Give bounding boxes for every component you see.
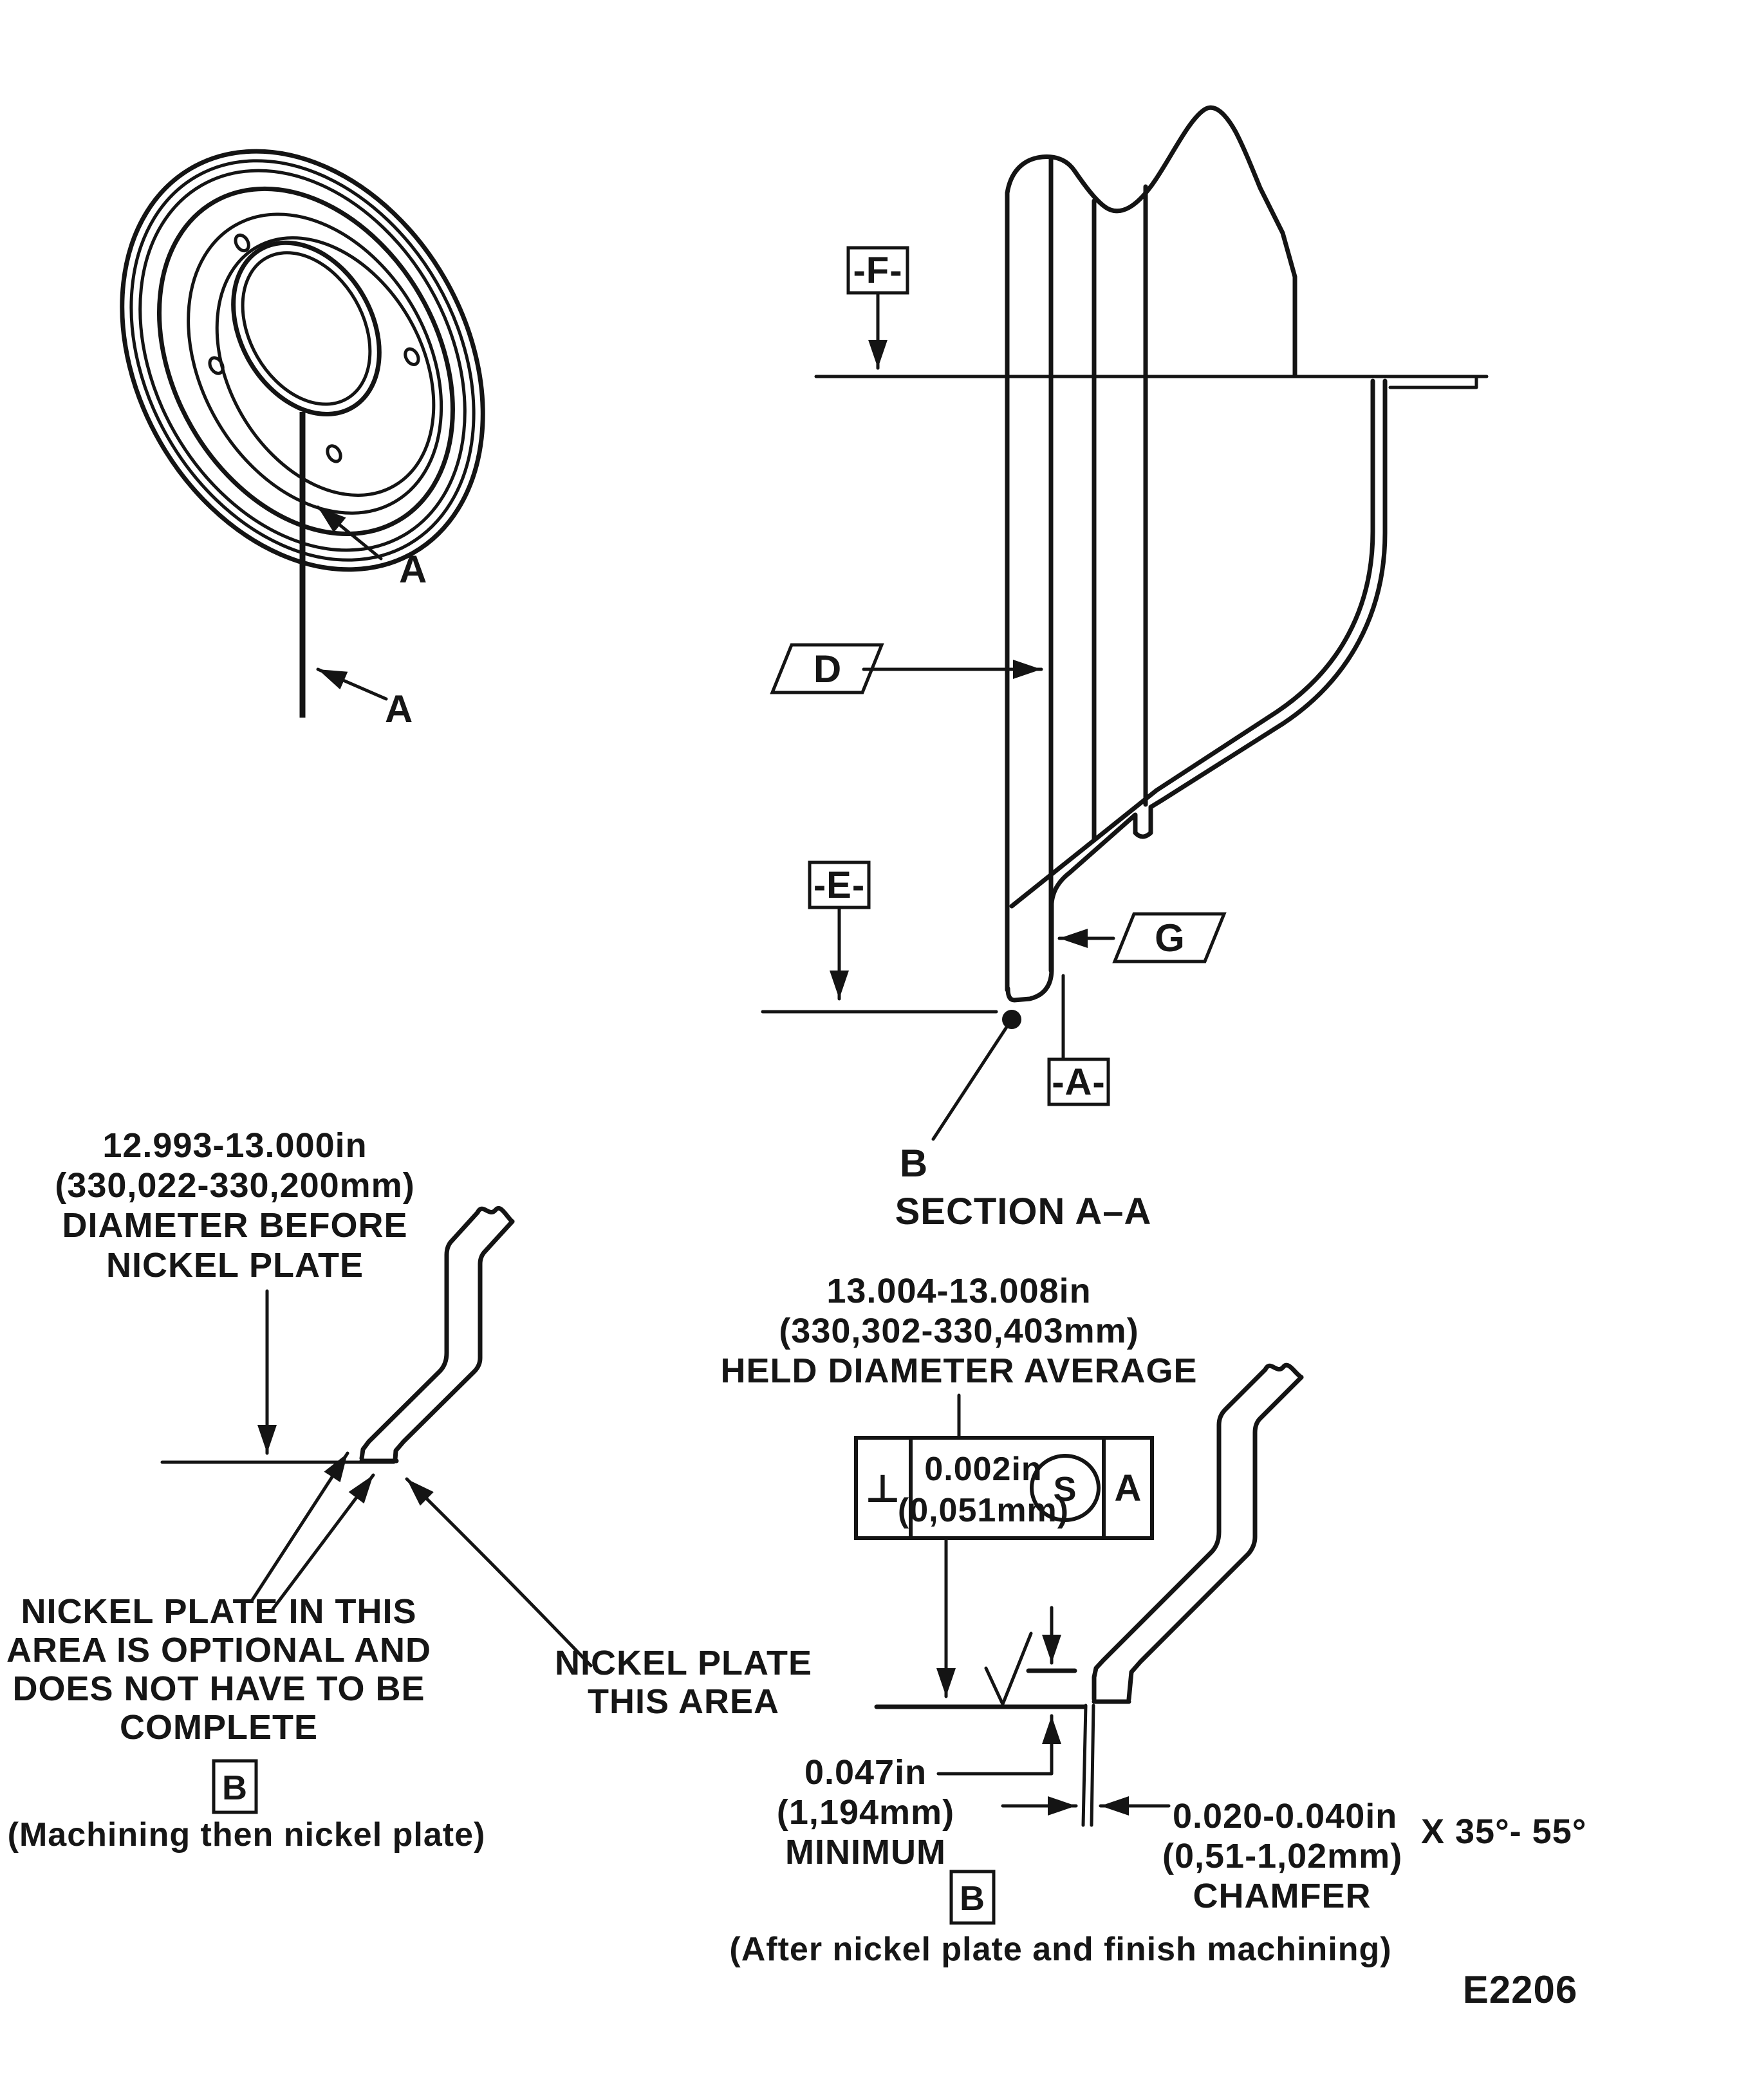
min-note-line: MINIMUM [785,1833,946,1872]
before-caption: (Machining then nickel plate) [8,1816,486,1854]
plate-note-line: THIS AREA [588,1682,779,1721]
datum-f-label: -F- [853,250,902,292]
after-plate-detail: 13.004-13.008in (330,302-330,403mm) HELD… [720,1272,1586,1968]
held-note-line: 13.004-13.008in [826,1272,1091,1310]
chamfer-note-line: 0.020-0.040in [1173,1797,1397,1835]
plate-area-leader [405,1477,593,1668]
optional-note-line: NICKEL PLATE IN THIS [21,1592,416,1631]
flag-d-frame [770,643,884,694]
after-tag-box [949,1870,996,1925]
held-note-line: (330,302-330,403mm) [779,1312,1139,1350]
before-plate-detail: 12.993-13.000in (330,022-330,200mm) DIAM… [6,1126,812,1854]
section-a-a-view: -F- D -E- G -A- B SECTION A–A [761,105,1489,1232]
datum-e-label: -E- [813,864,865,906]
surface-finish-icon [984,1631,1033,1706]
fcf-tolerance-line: 0.002in [924,1451,1042,1488]
perpendicularity-icon: ⊥ [865,1467,901,1510]
section-top-edge [1005,105,1297,378]
datum-a-box [1047,1057,1110,1106]
wall-inner-surface [1009,378,1375,909]
section-label-a2: A [385,687,413,730]
profile-outer-edge [359,1210,480,1461]
min-arrow-up [936,1714,1061,1776]
min-note-line: (1,194mm) [777,1793,954,1832]
chamfer-angle-note: X 35°- 55° [1421,1812,1586,1851]
feature-control-frame [854,1436,1154,1540]
optional-note-line: AREA IS OPTIONAL AND [6,1631,431,1669]
diameter-note-line: DIAMETER BEFORE [62,1206,407,1245]
bolt-hole [208,356,225,375]
flag-g-frame [1112,912,1227,963]
figure-code: E2206 [1463,1968,1578,2011]
bolt-hole [234,233,250,253]
after-tag-label: B [960,1879,985,1918]
hub-hole [231,240,382,416]
datum-a-label: -A- [1052,1061,1106,1103]
modifier-s-label: S [1053,1470,1077,1509]
bolt-hole [326,444,342,463]
flag-d-label: D [813,647,842,691]
after-caption: (After nickel plate and finish machining… [729,1931,1391,1968]
bolt-hole [404,347,420,366]
profile-inner-edge [393,1219,515,1462]
section-caption: SECTION A–A [895,1191,1152,1232]
optional-area-leader [271,1473,375,1611]
profile-inner-edge [1126,1375,1304,1702]
datum-f-line [814,375,1489,389]
held-note-line: HELD DIAMETER AVERAGE [720,1352,1197,1390]
modifier-s-circle [1030,1454,1101,1522]
chamfer-extension-lines [1081,1704,1095,1827]
point-b-label: B [900,1142,928,1185]
profile-break-line [475,1206,515,1224]
before-tag-label: B [222,1769,248,1807]
optional-area-leader [250,1451,349,1602]
before-tag-box [212,1759,258,1814]
leader-a2 [316,667,388,701]
diameter-note-line: NICKEL PLATE [106,1246,364,1285]
profile-outer-edge [1092,1367,1268,1702]
min-note-line: 0.047in [804,1753,927,1792]
diameter-note-line: 12.993-13.000in [102,1126,367,1165]
optional-note-line: DOES NOT HAVE TO BE [12,1669,425,1708]
wall-outer-surface [1005,378,1388,1003]
chamfer-note-line: CHAMFER [1193,1877,1371,1915]
point-b-dot [1002,1010,1021,1029]
diameter-note-line: (330,022-330,200mm) [55,1166,414,1205]
section-label-a1: A [399,548,427,591]
fcf-datum-label: A [1115,1467,1142,1509]
leader-a1 [316,505,383,561]
wheel-isometric-view: A A [120,149,485,730]
chamfer-note-line: (0,51-1,02mm) [1162,1837,1402,1875]
flag-g-label: G [1155,916,1185,960]
point-b-leader [931,1025,1009,1141]
profile-break-line [1263,1362,1304,1380]
plate-note-line: NICKEL PLATE [555,1644,812,1682]
optional-note-line: COMPLETE [120,1708,318,1747]
